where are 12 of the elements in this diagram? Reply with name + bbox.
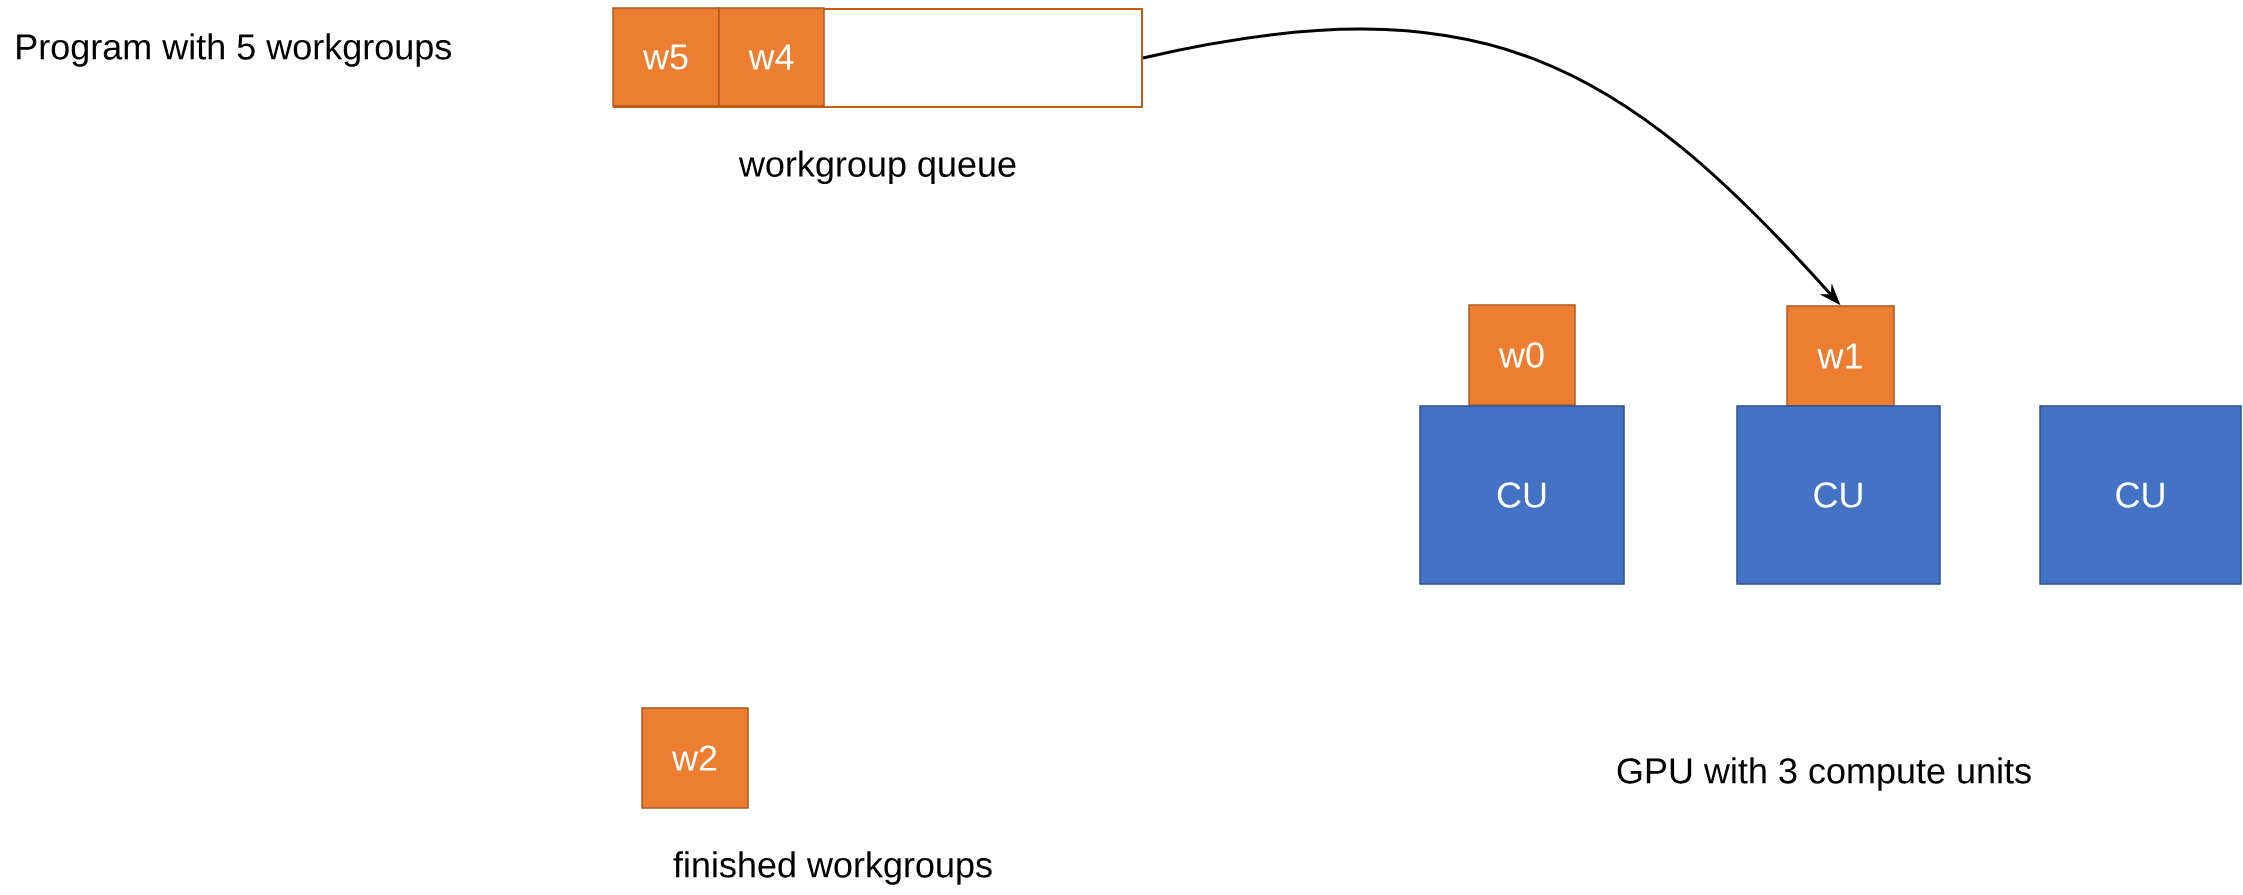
workgroup-box: w0 bbox=[1468, 304, 1576, 406]
caption-text: GPU with 3 compute units bbox=[1617, 757, 2031, 791]
workgroup-box: w1 bbox=[1786, 305, 1895, 407]
workgroup-box: w2 bbox=[641, 707, 749, 809]
box-heading: workgroup queue bbox=[738, 150, 1016, 185]
caption-text: finished workgroups bbox=[673, 851, 992, 885]
workgroup-box: w5 bbox=[612, 7, 720, 107]
compute-unit-box: CU bbox=[1419, 405, 1625, 585]
compute-unit-box: CU bbox=[1736, 405, 1941, 585]
caption-text: Program with 5 workgroups bbox=[17, 33, 451, 67]
compute-unit-box: CU bbox=[2039, 405, 2242, 585]
workgroup-box: w4 bbox=[718, 7, 825, 107]
